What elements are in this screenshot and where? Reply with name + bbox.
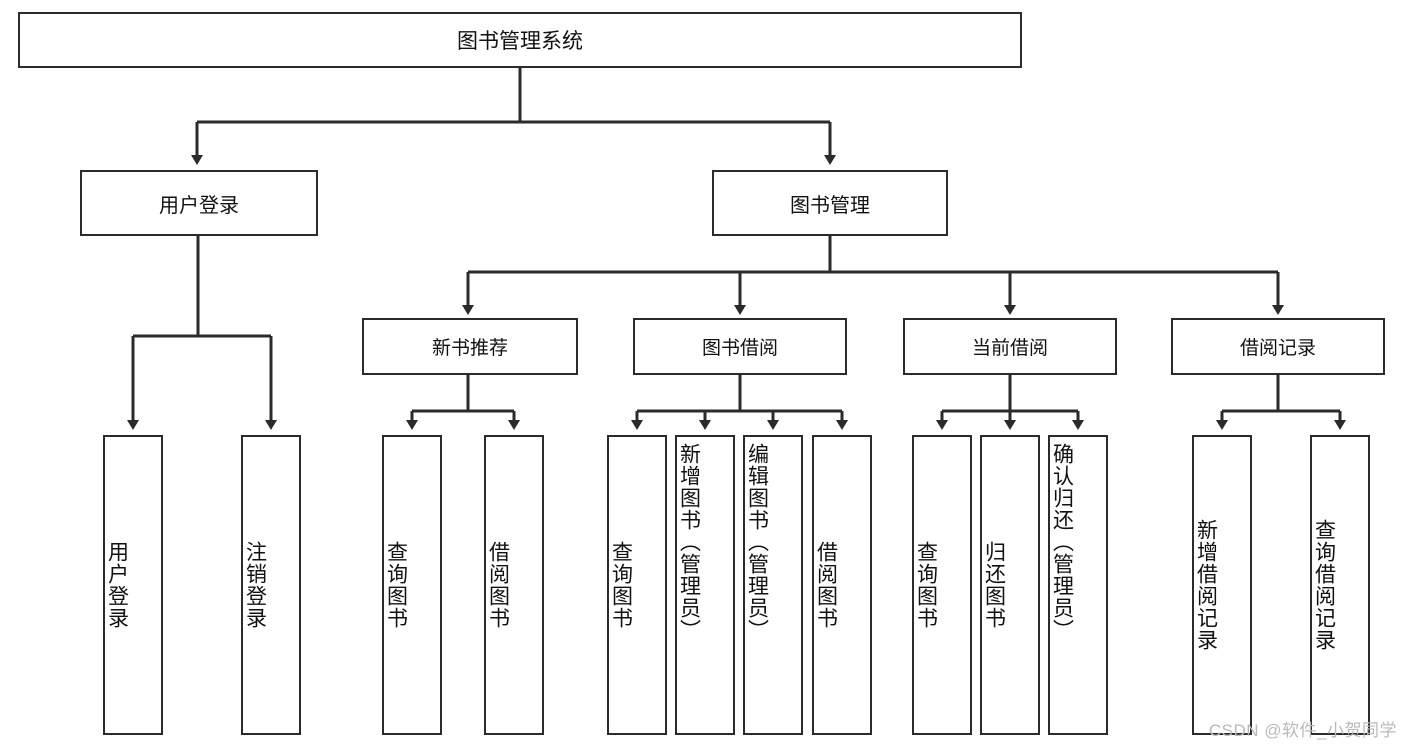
leaf-label: 查询图书	[609, 541, 633, 629]
leaf-query-book-borrow[interactable]: 查询图书	[607, 435, 667, 735]
node-user-login[interactable]: 用户登录	[80, 170, 318, 236]
node-label: 用户登录	[159, 194, 239, 217]
leaf-add-book-admin[interactable]: 新增图书（管理员）	[675, 435, 735, 735]
node-label: 新书推荐	[431, 338, 508, 359]
node-label: 图书管理系统	[457, 30, 583, 53]
leaf-query-borrow-record[interactable]: 查询借阅记录	[1310, 435, 1370, 735]
leaf-label: 查询图书	[384, 541, 408, 629]
node-label: 图书借阅	[701, 338, 778, 359]
leaf-borrow-book[interactable]: 借阅图书	[812, 435, 872, 735]
watermark: CSDN @软件_小贺同学	[1208, 721, 1397, 740]
leaf-label: 用户登录	[105, 541, 129, 629]
leaf-label: 查询图书	[914, 541, 938, 629]
node-borrow-records[interactable]: 借阅记录	[1171, 318, 1385, 375]
node-label: 图书管理	[790, 194, 870, 217]
leaf-query-book-recommend[interactable]: 查询图书	[382, 435, 442, 735]
leaf-user-login[interactable]: 用户登录	[103, 435, 163, 735]
node-root-system[interactable]: 图书管理系统	[18, 12, 1022, 68]
node-label: 借阅记录	[1239, 338, 1316, 359]
leaf-label: 查询借阅记录	[1312, 519, 1336, 651]
leaf-label: 归还图书	[982, 541, 1006, 629]
node-book-borrow[interactable]: 图书借阅	[633, 318, 847, 375]
leaf-label: 编辑图书（管理员）	[745, 443, 769, 641]
node-book-management[interactable]: 图书管理	[712, 170, 948, 236]
leaf-query-book-current[interactable]: 查询图书	[912, 435, 972, 735]
leaf-label: 新增借阅记录	[1194, 519, 1218, 651]
leaf-label: 新增图书（管理员）	[677, 443, 701, 641]
leaf-confirm-return-admin[interactable]: 确认归还（管理员）	[1048, 435, 1108, 735]
leaf-return-book[interactable]: 归还图书	[980, 435, 1040, 735]
node-current-borrow[interactable]: 当前借阅	[903, 318, 1117, 375]
node-new-book-recommend[interactable]: 新书推荐	[362, 318, 578, 375]
leaf-label: 注销登录	[243, 541, 267, 629]
leaf-label: 借阅图书	[814, 541, 838, 629]
leaf-edit-book-admin[interactable]: 编辑图书（管理员）	[743, 435, 803, 735]
leaf-logout[interactable]: 注销登录	[241, 435, 301, 735]
leaf-label: 借阅图书	[486, 541, 510, 629]
leaf-add-borrow-record[interactable]: 新增借阅记录	[1192, 435, 1252, 735]
node-label: 当前借阅	[971, 338, 1048, 359]
leaf-borrow-book-recommend[interactable]: 借阅图书	[484, 435, 544, 735]
leaf-label: 确认归还（管理员）	[1050, 443, 1074, 641]
